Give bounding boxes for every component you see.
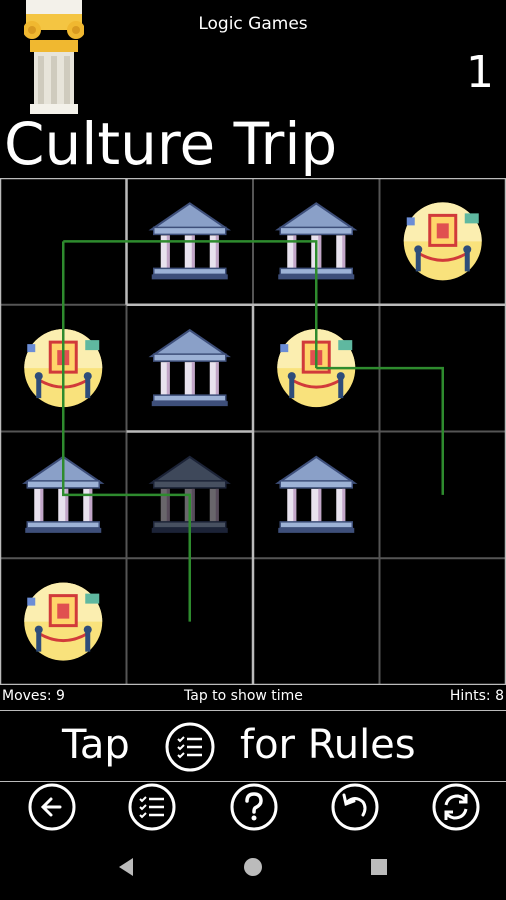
toolbar (0, 782, 506, 834)
board-cell[interactable] (380, 558, 506, 685)
rules-tap-label: Tap (62, 722, 130, 768)
rules-list-icon (165, 722, 215, 772)
home-circle-icon[interactable] (244, 858, 262, 876)
rules-suffix-label: for Rules (240, 722, 416, 768)
undo-icon[interactable] (330, 782, 380, 832)
recents-square-icon[interactable] (371, 859, 387, 875)
timer-toggle[interactable]: Tap to show time (184, 688, 303, 704)
status-row: Moves: 9 Tap to show time Hints: 8 (0, 686, 506, 708)
hints-count: Hints: 8 (449, 688, 504, 704)
museum-icon (22, 581, 104, 663)
back-arrow-icon[interactable] (27, 782, 77, 832)
museum-icon (402, 200, 484, 282)
rules-banner[interactable]: Tap for Rules (0, 710, 506, 782)
help-icon[interactable] (229, 782, 279, 832)
app-title: Logic Games (198, 14, 308, 34)
path-line (63, 240, 318, 369)
column-logo-icon (24, 0, 84, 114)
refresh-icon[interactable] (431, 782, 481, 832)
path-line (316, 366, 444, 495)
board-cell[interactable] (253, 558, 380, 685)
android-nav-bar (119, 858, 387, 876)
puzzle-title: Culture Trip (4, 110, 338, 178)
path-line (62, 241, 191, 622)
moves-count: Moves: 9 (2, 688, 65, 704)
puzzle-board[interactable] (0, 178, 506, 685)
back-triangle-icon[interactable] (119, 858, 133, 876)
rules-list-icon[interactable] (127, 782, 177, 832)
level-number: 1 (466, 47, 494, 98)
